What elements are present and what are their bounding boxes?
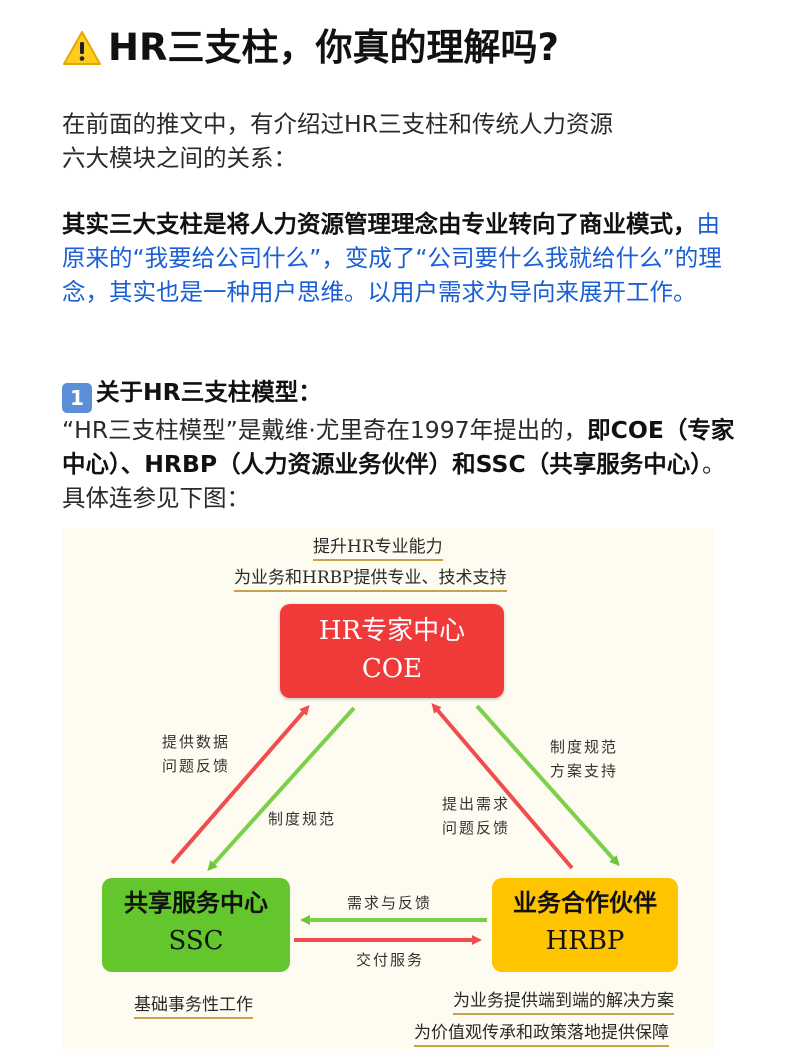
top-label-2: 为业务和HRBP提供专业、技术支持	[234, 567, 507, 592]
right-down-label-2: 方案支持	[550, 762, 619, 780]
hrbp-title: 业务合作伙伴	[513, 889, 657, 917]
top-label-1: 提升HR专业能力	[313, 536, 443, 561]
article-title: HR三支柱，你真的理解吗?	[62, 22, 559, 74]
left-up-label: 提供数据 问题反馈	[162, 730, 230, 778]
intro-line-2: 六大模块之间的关系：	[62, 144, 297, 172]
arrow-coe-to-hrbp	[475, 704, 620, 866]
arrow-hrbp-to-coe	[431, 702, 574, 870]
left-up-label-2: 问题反馈	[162, 757, 231, 775]
highlight-blue: 由原来的“我要给公司什么”，变成了“公司要什么我就给什么”的理念，其实也是一种用…	[62, 210, 722, 306]
right-up-label: 提出需求 问题反馈	[442, 792, 510, 840]
warning-icon	[63, 31, 101, 65]
highlight-bold: 其实三大支柱是将人力资源管理理念由专业转向了商业模式，	[62, 210, 697, 238]
section-heading: 关于HR三支柱模型：	[96, 378, 322, 406]
diagram-arrows	[170, 702, 620, 945]
right-down-label: 制度规范 方案支持	[550, 735, 618, 783]
bottom-bottom-label: 交付服务	[356, 951, 425, 969]
arrow-coe-to-ssc	[207, 706, 356, 871]
right-up-label-2: 问题反馈	[442, 819, 511, 837]
left-down-label: 制度规范	[268, 810, 337, 828]
hrbp-box: 业务合作伙伴 HRBP	[492, 878, 678, 972]
keycap-1-icon: 1	[62, 383, 92, 413]
coe-box: HR专家中心 COE	[280, 604, 504, 698]
title-text: HR三支柱，你真的理解吗?	[108, 26, 559, 69]
ssc-abbr: SSC	[168, 926, 224, 956]
section-text-b: 。具体连参见下图：	[62, 450, 726, 512]
coe-abbr: COE	[361, 654, 423, 684]
ssc-title: 共享服务中心	[124, 889, 268, 917]
intro-line-1: 在前面的推文中，有介绍过HR三支柱和传统人力资源	[62, 110, 613, 138]
ssc-caption: 基础事务性工作	[134, 994, 253, 1019]
hrbp-caption-2: 为价值观传承和政策落地提供保障	[414, 1022, 669, 1047]
left-up-label-1: 提供数据	[162, 733, 231, 751]
right-up-label-1: 提出需求	[442, 795, 511, 813]
right-down-label-1: 制度规范	[550, 738, 619, 756]
section-text-bold: 即COE（专家中心）、HRBP（人力资源业务伙伴）和SSC（共享服务中心）	[62, 416, 735, 478]
bottom-top-label: 需求与反馈	[347, 894, 433, 912]
arrow-ssc-to-coe	[170, 704, 310, 865]
highlight-paragraph: 其实三大支柱是将人力资源管理理念由专业转向了商业模式，由原来的“我要给公司什么”…	[62, 207, 742, 309]
intro-paragraph: 在前面的推文中，有介绍过HR三支柱和传统人力资源 六大模块之间的关系：	[62, 107, 742, 175]
section-text-a: “HR三支柱模型”是戴维·尤里奇在1997年提出的，	[62, 416, 588, 444]
hrbp-caption-1: 为业务提供端到端的解决方案	[453, 990, 674, 1015]
ssc-box: 共享服务中心 SSC	[102, 878, 290, 972]
hr-three-pillars-diagram: 提升HR专业能力 为业务和HRBP提供专业、技术支持 HR专家中心 COE 共享…	[62, 528, 714, 1049]
coe-title: HR专家中心	[318, 616, 466, 646]
hrbp-abbr: HRBP	[545, 926, 625, 956]
